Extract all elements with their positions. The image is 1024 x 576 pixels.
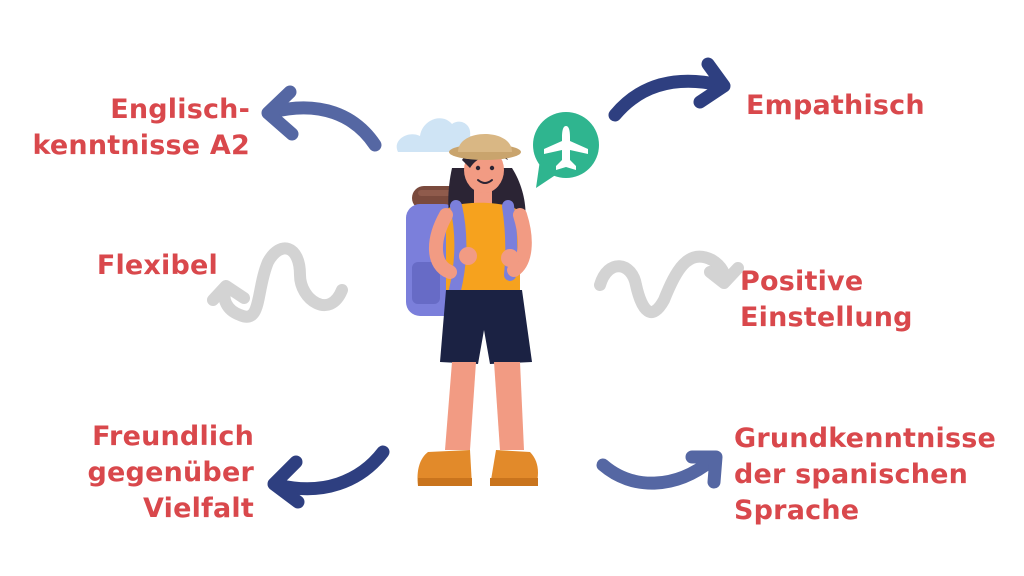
trait-empathisch: Empathisch — [746, 90, 925, 121]
traveler-illustration — [406, 134, 538, 486]
squiggle-arrow-mid-right — [594, 250, 744, 318]
trait-flexibel: Flexibel — [96, 250, 218, 281]
airplane-icon — [544, 126, 588, 170]
cloud-icon — [396, 118, 479, 152]
arrow-top-right — [608, 57, 731, 122]
trait-grundkenntnisse-spanisch: Grundkenntnisse der spanischen Sprache — [734, 423, 997, 526]
trait-freundlich-gegenueber-vielfalt: Freundlich gegenüber Vielfalt — [87, 421, 254, 524]
arrow-bottom-right — [596, 450, 723, 490]
trait-positive-einstellung: Positive Einstellung — [740, 266, 913, 333]
arrow-bottom-left — [267, 445, 390, 509]
squiggle-arrow-mid-left — [207, 242, 348, 323]
trait-englischkenntnisse: Englisch- kenntnisse A2 — [32, 94, 250, 161]
arrow-top-left — [261, 85, 382, 152]
speech-bubble — [533, 112, 599, 188]
